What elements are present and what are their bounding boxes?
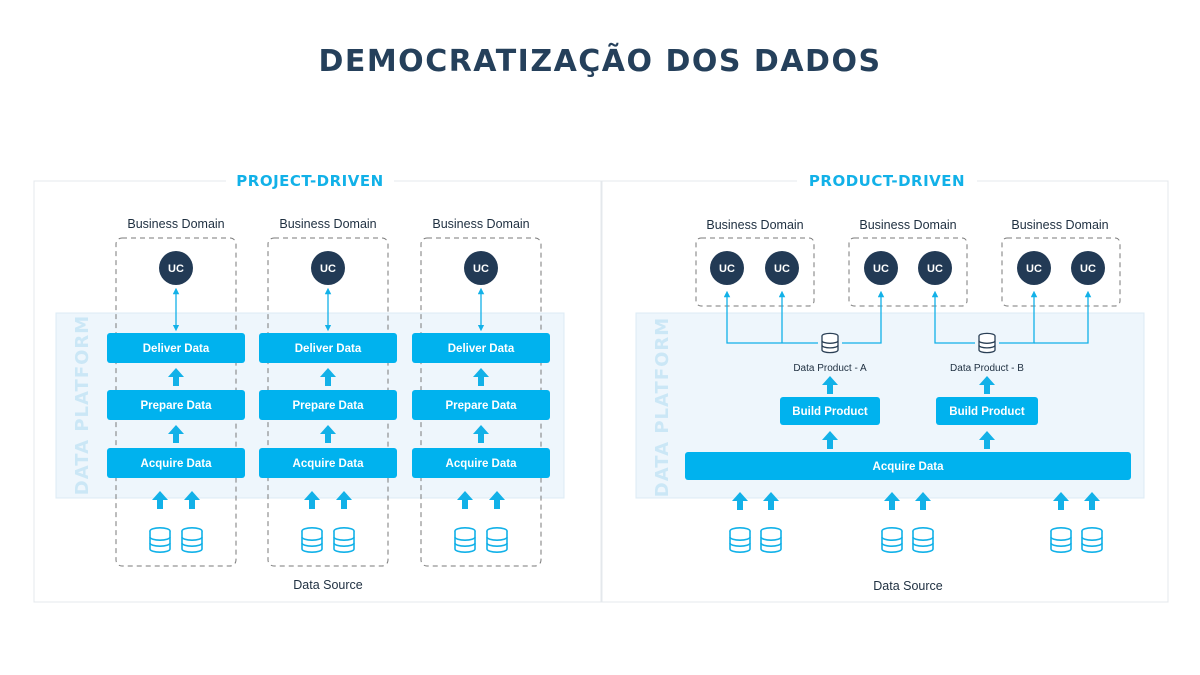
database-icon <box>912 526 934 554</box>
deliver-data-box[interactable] <box>259 333 397 363</box>
uc-label: UC <box>1026 263 1042 275</box>
stage-label: Prepare Data <box>446 400 518 412</box>
stage-label: Deliver Data <box>143 343 210 355</box>
database-icon <box>454 526 476 554</box>
deliver-data-box[interactable] <box>412 333 550 363</box>
page-title: DEMOCRATIZAÇÃO DOS DADOS <box>318 44 882 79</box>
uc-circle[interactable] <box>159 251 193 285</box>
database-icon <box>301 526 323 554</box>
uc-label: UC <box>873 263 889 275</box>
uc-label: UC <box>320 263 336 275</box>
database-icon <box>181 526 203 554</box>
right-data-source-label: Data Source <box>873 579 943 593</box>
business-domain-label: Business Domain <box>859 218 956 232</box>
acquire-data-bar[interactable] <box>685 452 1131 480</box>
stage-label: Prepare Data <box>293 400 365 412</box>
acquire-data-box[interactable] <box>259 448 397 478</box>
uc-label: UC <box>927 263 943 275</box>
uc-circle[interactable] <box>1017 251 1051 285</box>
left-data-source-label: Data Source <box>293 578 363 592</box>
domain-dashed-box <box>420 237 542 567</box>
database-icon <box>760 526 782 554</box>
business-domain-label: Business Domain <box>432 217 529 231</box>
uc-circle[interactable] <box>765 251 799 285</box>
right-domain-3: Business Domain UC UC <box>1001 218 1121 307</box>
uc-circle[interactable] <box>311 251 345 285</box>
domain-dashed-box <box>115 237 237 567</box>
data-product-db-icon <box>978 332 996 354</box>
domain-dashed-box <box>267 237 389 567</box>
uc-label: UC <box>168 263 184 275</box>
right-domain-2: Business Domain UC UC <box>848 218 968 307</box>
uc-label: UC <box>774 263 790 275</box>
left-domain-1: Business Domain UC Deliver Data Prepare … <box>107 217 245 567</box>
uc-circle[interactable] <box>918 251 952 285</box>
acquire-data-box[interactable] <box>107 448 245 478</box>
stage-label: Acquire Data <box>293 458 365 470</box>
uc-circle[interactable] <box>864 251 898 285</box>
right-domain-1: Business Domain UC UC <box>695 218 815 307</box>
prepare-data-box[interactable] <box>259 390 397 420</box>
stage-label: Acquire Data <box>446 458 518 470</box>
uc-circle[interactable] <box>464 251 498 285</box>
database-icon <box>881 526 903 554</box>
product-driven-title: PRODUCT-DRIVEN <box>809 172 965 190</box>
business-domain-label: Business Domain <box>127 217 224 231</box>
left-domain-2: Business Domain UC Deliver Data Prepare … <box>259 217 397 567</box>
build-product-box[interactable] <box>936 397 1038 425</box>
stage-label: Deliver Data <box>448 343 515 355</box>
stage-label: Build Product <box>792 406 868 418</box>
database-icon <box>149 526 171 554</box>
prepare-data-box[interactable] <box>412 390 550 420</box>
stage-label: Prepare Data <box>141 400 213 412</box>
business-domain-label: Business Domain <box>706 218 803 232</box>
database-icon <box>729 526 751 554</box>
database-icon <box>333 526 355 554</box>
domain-dashed-box <box>848 237 968 307</box>
uc-label: UC <box>719 263 735 275</box>
uc-circle[interactable] <box>1071 251 1105 285</box>
stage-label: Build Product <box>949 406 1025 418</box>
business-domain-label: Business Domain <box>279 217 376 231</box>
right-data-sources <box>729 492 1103 554</box>
domain-dashed-box <box>1001 237 1121 307</box>
data-product-label: Data Product - A <box>793 363 867 374</box>
stage-label: Acquire Data <box>141 458 213 470</box>
data-product-a: Data Product - A Build Product <box>780 332 880 449</box>
data-product-label: Data Product - B <box>950 363 1024 374</box>
prepare-data-box[interactable] <box>107 390 245 420</box>
build-product-box[interactable] <box>780 397 880 425</box>
left-platform-label: DATA PLATFORM <box>72 315 93 495</box>
acquire-data-label: Acquire Data <box>873 461 945 473</box>
data-product-b: Data Product - B Build Product <box>936 332 1038 449</box>
database-icon <box>1081 526 1103 554</box>
business-domain-label: Business Domain <box>1011 218 1108 232</box>
right-platform-label: DATA PLATFORM <box>652 317 673 497</box>
product-a-connectors <box>723 290 885 344</box>
project-driven-title: PROJECT-DRIVEN <box>236 172 383 190</box>
deliver-data-box[interactable] <box>107 333 245 363</box>
data-product-db-icon <box>821 332 839 354</box>
database-icon <box>1050 526 1072 554</box>
uc-label: UC <box>473 263 489 275</box>
acquire-data-box[interactable] <box>412 448 550 478</box>
uc-label: UC <box>1080 263 1096 275</box>
left-domain-3: Business Domain UC Deliver Data Prepare … <box>412 217 550 567</box>
uc-circle[interactable] <box>710 251 744 285</box>
stage-label: Deliver Data <box>295 343 362 355</box>
domain-dashed-box <box>695 237 815 307</box>
database-icon <box>486 526 508 554</box>
product-b-connectors <box>931 290 1092 344</box>
